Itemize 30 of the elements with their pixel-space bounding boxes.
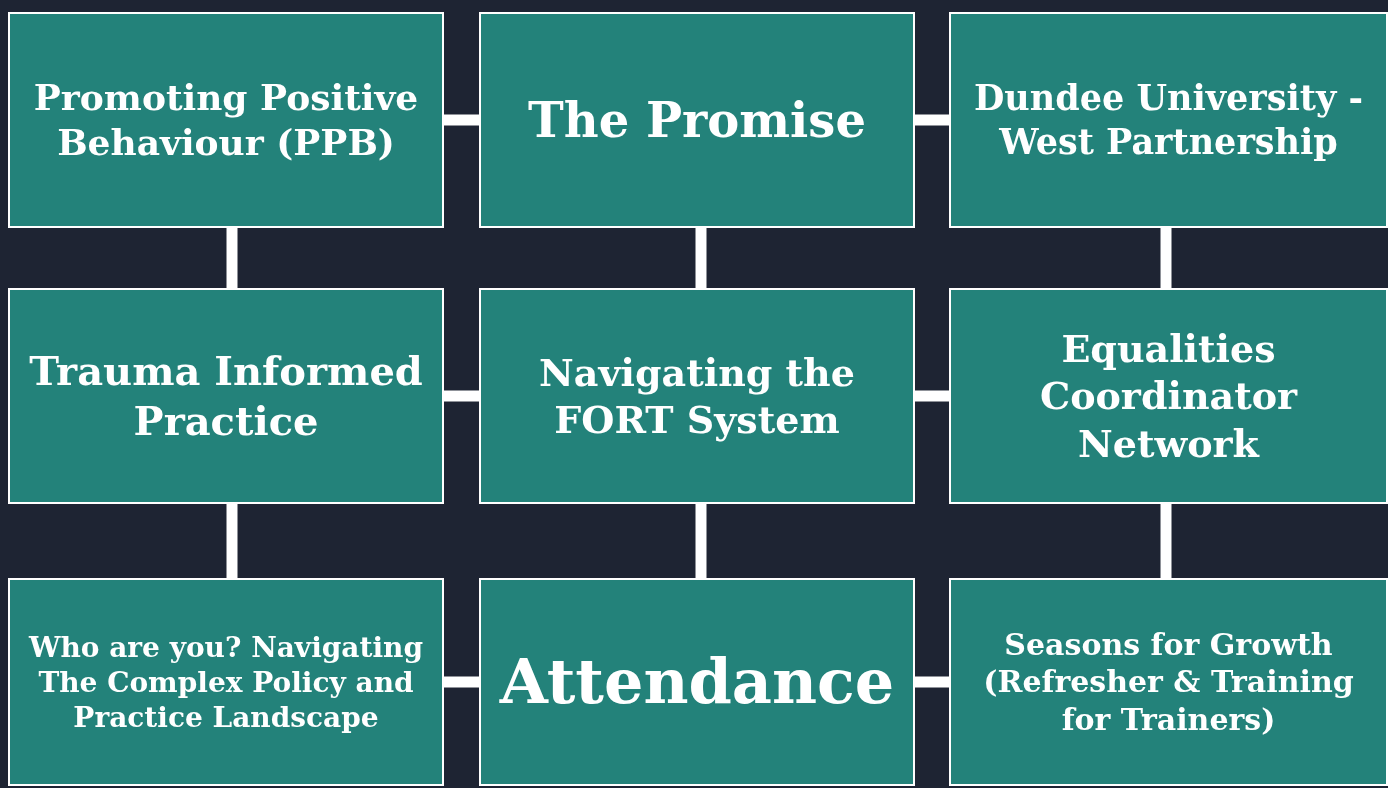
connector-line [915,676,949,688]
topic-title: Equalities Coordinator Network [1038,324,1299,468]
topic-box [949,288,1388,504]
topic-box [949,12,1388,228]
connector-line [1160,228,1172,288]
topic-box [479,12,915,228]
topic-box [479,578,915,786]
connector-line [226,228,238,288]
topic-title: Navigating the FORT System [538,348,856,444]
topic-box [8,288,444,504]
topic-box [479,288,915,504]
connector-line [1160,504,1172,578]
topic-box [949,578,1388,786]
topic-title: Promoting Positive Behaviour (PPB) [32,75,420,165]
topic-title: Trauma Informed Practice [28,346,424,446]
connector-line [915,114,949,126]
topic-title: Who are you? Navigating The Complex Policy and Practice Landscape [27,629,424,735]
connector-line [695,504,707,578]
connector-line [695,228,707,288]
topic-box [8,12,444,228]
connector-line [444,390,479,402]
topic-title: Attendance [499,644,895,721]
connector-line [444,114,479,126]
topic-title: The Promise [528,91,866,150]
connector-line [915,390,949,402]
connector-line [444,676,479,688]
topic-title: Seasons for Growth (Refresher & Training for Trainers) [982,625,1355,739]
topic-box [8,578,444,786]
topic-title: Dundee University - West Partnership [973,76,1364,164]
connector-line [226,504,238,578]
